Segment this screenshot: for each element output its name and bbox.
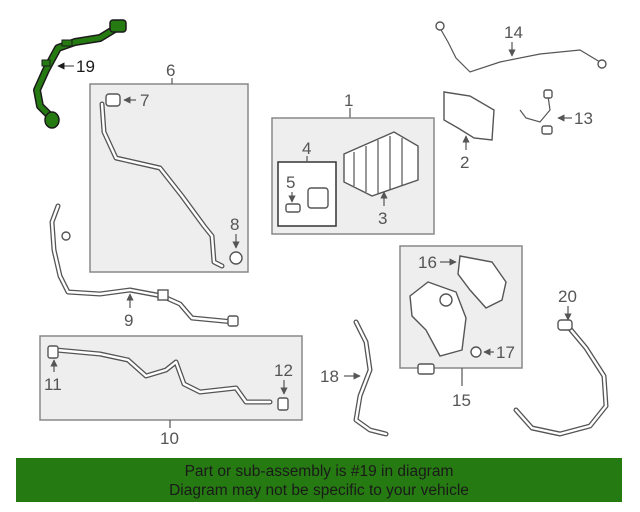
callout-18: 18 [320, 367, 339, 386]
part-19-hose[interactable] [33, 19, 127, 129]
callout-8: 8 [230, 215, 239, 234]
part-5-plug[interactable] [285, 203, 301, 213]
callout-5: 5 [286, 173, 295, 192]
part-20-hose[interactable] [513, 319, 609, 437]
callout-13: 13 [574, 109, 593, 128]
box-15: 16 17 15 [399, 245, 523, 410]
bolt [417, 363, 435, 375]
callout-9: 9 [124, 311, 133, 330]
part-18-hose[interactable] [353, 319, 389, 437]
part-11-clip[interactable] [47, 345, 59, 359]
callout-10: 10 [160, 429, 179, 448]
box-1: 1 4 3 5 [271, 91, 435, 235]
footer-line-1: Part or sub-assembly is #19 in diagram [184, 463, 454, 480]
callout-16: 16 [418, 253, 437, 272]
part-14-sensor[interactable] [435, 21, 607, 73]
callout-2: 2 [460, 153, 469, 172]
callout-6: 6 [166, 61, 175, 80]
part-9-tube[interactable] [49, 203, 239, 327]
callout-12: 12 [274, 361, 293, 380]
callout-19: 19 [76, 57, 95, 76]
part-10-line[interactable] [53, 347, 273, 405]
callout-15: 15 [452, 391, 471, 410]
part-15-pump[interactable] [409, 281, 467, 357]
part-1-canister[interactable] [343, 131, 419, 197]
part-2-bracket[interactable] [443, 91, 495, 141]
callout-4: 4 [302, 139, 311, 158]
callout-14: 14 [504, 23, 523, 42]
callout-11: 11 [44, 375, 62, 394]
callout-3: 3 [378, 209, 387, 228]
callout-7: 7 [140, 91, 149, 110]
box-10: 11 12 10 [39, 335, 303, 448]
part-13-sensor[interactable] [519, 89, 553, 135]
callout-17: 17 [496, 343, 515, 362]
part-4-valve[interactable] [307, 187, 329, 209]
callout-1: 1 [344, 91, 353, 110]
box-6: 6 7 8 [89, 61, 249, 273]
part-17-oring[interactable] [470, 346, 482, 358]
part-16-gasket[interactable] [457, 255, 507, 309]
footer-banner: Part or sub-assembly is #19 in diagram D… [16, 458, 622, 502]
callout-20: 20 [558, 287, 577, 306]
part-12-clip[interactable] [277, 397, 289, 411]
footer-line-2: Diagram may not be specific to your vehi… [169, 482, 469, 499]
